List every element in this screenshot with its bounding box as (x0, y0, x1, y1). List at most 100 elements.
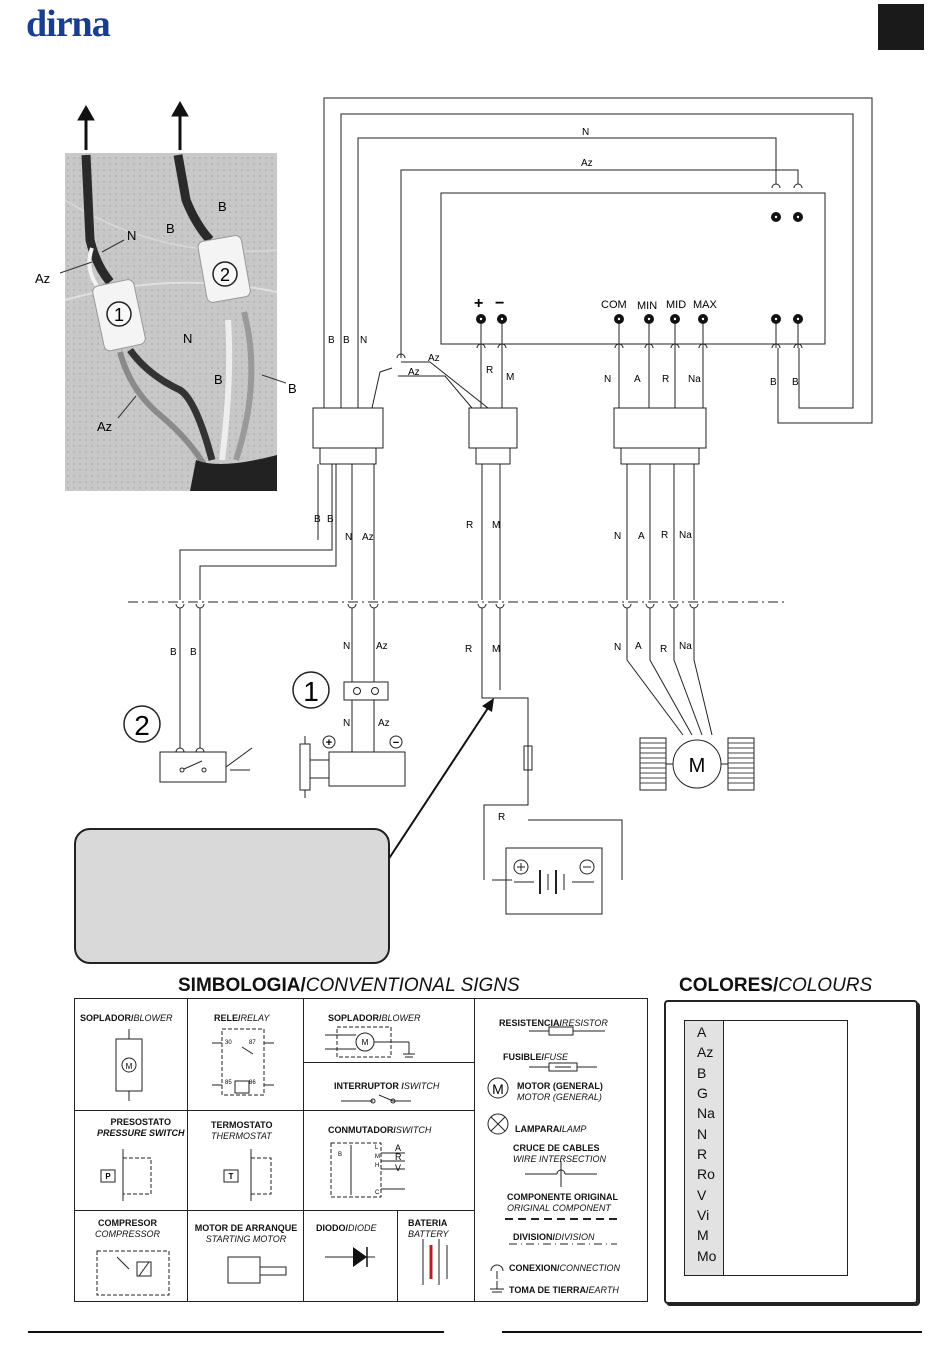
wire-label-r-lower: R (465, 644, 472, 655)
wire-label-n2-mid: N (614, 531, 621, 542)
legend-table: SOPLADOR/BLOWER RELE/RELAY SOPLADOR/BLOW… (74, 998, 648, 1302)
wire-label-r-mid: R (466, 520, 473, 531)
colour-codes-column: A Az B G Na N R Ro V Vi M Mo (685, 1021, 724, 1275)
wire-label-a-switch: A (634, 374, 641, 385)
wire-label-b1-lower: B (170, 647, 177, 658)
colours-table: A Az B G Na N R Ro V Vi M Mo (684, 1020, 848, 1276)
battery-label-r: R (498, 812, 505, 823)
connector-photo: 1 2 Az N B B N B B Az (35, 153, 297, 491)
wire-label-m-lower: M (492, 644, 500, 655)
wire-label-r2-mid: R (661, 530, 668, 541)
terminal-min-label: MIN (637, 300, 657, 312)
svg-text:P: P (105, 1172, 111, 1181)
connector-blocks (312, 407, 707, 465)
wire-label-b1-right: B (770, 377, 777, 388)
legend-cell-commutator: CONMUTADOR/SWITCH (304, 1111, 475, 1211)
colour-code: Mo (697, 1248, 717, 1264)
control-unit (323, 97, 873, 424)
legend-cell-relay: RELE/RELAY (188, 999, 304, 1111)
svg-text:M: M (362, 1038, 369, 1047)
svg-text:C: C (375, 1190, 380, 1196)
terminal-mid-label: MID (666, 299, 686, 311)
legend-symbols: M M P T 30 87 85 86 B L M H C A R V (96, 1026, 448, 1296)
svg-text:85: 85 (225, 1080, 232, 1086)
wire-label-na-lower: Na (679, 641, 692, 652)
photo-label-az-bottom: Az (97, 419, 112, 434)
svg-text:30: 30 (225, 1040, 232, 1046)
wire-label-b2-upper: B (343, 335, 350, 346)
switch-component (159, 747, 253, 783)
svg-text:M: M (492, 1081, 504, 1097)
colours-title: COLORES/COLOURS (679, 975, 873, 996)
colour-code: Az (697, 1044, 714, 1060)
wire-label-na-mid: Na (679, 530, 692, 541)
svg-text:M: M (126, 1062, 133, 1071)
wire-label-n-lower: N (343, 641, 350, 652)
battery-icon (513, 859, 595, 894)
wire-label-n2-lower: N (614, 642, 621, 653)
battery-component (505, 847, 603, 915)
colour-code: A (697, 1024, 707, 1040)
wire-label-m-upper: M (506, 372, 514, 383)
relay-label-az: Az (378, 718, 390, 729)
terminal-minus-label: − (495, 295, 504, 312)
legend-cell-diode: DIODO/DIODE (304, 1211, 398, 1301)
page-corner-marker (878, 4, 924, 50)
photo-label-b-top2: B (166, 221, 175, 236)
relay-label-n: N (343, 718, 350, 729)
note-callout (74, 828, 390, 964)
wire-label-n-top: N (582, 127, 589, 138)
photo-label-b-right: B (288, 381, 297, 396)
wire-label-a-lower: A (635, 641, 642, 652)
svg-text:L: L (375, 1145, 379, 1151)
photo-label-b-mid: B (214, 372, 223, 387)
callout-number-1: 1 (303, 676, 319, 707)
legend-cell-switch: INTERRUPTOR /SWITCH (304, 1063, 475, 1111)
svg-text:T: T (229, 1172, 234, 1181)
colour-code: V (697, 1187, 707, 1203)
wire-label-b1-upper: B (328, 335, 335, 346)
svg-text:86: 86 (249, 1080, 256, 1086)
colour-code: N (697, 1126, 708, 1142)
terminal-plus-label: + (474, 295, 483, 312)
wire-label-b2-right: B (792, 377, 799, 388)
arrow-up-icon (77, 100, 189, 150)
wire-label-a-mid: A (638, 531, 645, 542)
colour-code: R (697, 1146, 708, 1162)
colour-code: Na (697, 1105, 715, 1121)
wire-label-b1-mid: B (314, 514, 321, 525)
colours-box: A Az B G Na N R Ro V Vi M Mo (664, 1000, 918, 1304)
relay-1-connector (343, 681, 389, 701)
blower-motor (639, 737, 755, 791)
terminal-com-label: COM (601, 299, 627, 311)
svg-text:H: H (375, 1163, 379, 1169)
wire-label-n-switch: N (604, 374, 611, 385)
colour-code: M (697, 1227, 709, 1243)
wire-label-r2-lower: R (660, 644, 667, 655)
svg-text:R: R (395, 1152, 402, 1162)
svg-text:+: + (326, 737, 332, 749)
wire-label-na-switch: Na (688, 374, 701, 385)
svg-text:B: B (338, 1152, 342, 1158)
svg-text:87: 87 (249, 1040, 256, 1046)
blower-motor-label: M (689, 755, 706, 777)
wire-label-az-top: Az (581, 158, 593, 169)
photo-label-2: 2 (220, 265, 230, 285)
footer-rule-right (502, 1331, 922, 1333)
legend-cell-blower2: SOPLADOR/BLOWER (304, 999, 475, 1063)
terminal-max-label: MAX (693, 299, 718, 311)
wire-label-m-mid: M (492, 520, 500, 531)
colour-code: Vi (697, 1207, 710, 1223)
wiring-diagram: 1 2 Az N B B N B B Az N Az (35, 97, 873, 915)
brand-logo: dirna (26, 3, 111, 45)
starter-motor-component (299, 735, 406, 798)
wire-label-r-switch: R (662, 374, 669, 385)
colour-code: G (697, 1085, 708, 1101)
wire-label-r-upper: R (486, 365, 493, 376)
wire-label-b2-mid: B (327, 514, 334, 525)
